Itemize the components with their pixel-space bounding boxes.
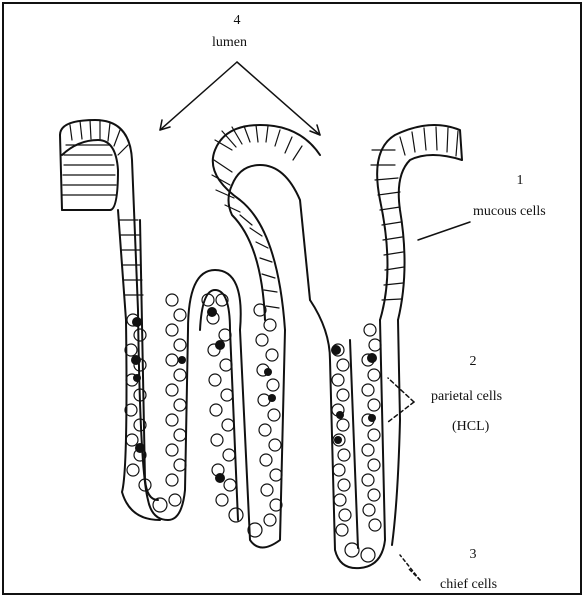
parietal-sublabel: (HCL): [452, 420, 489, 434]
mucous-label: mucous cells: [473, 205, 546, 219]
parietal-number: 2: [463, 355, 483, 369]
lumen-number: 4: [227, 14, 247, 28]
right-fold-lower: [392, 320, 400, 545]
lumen-label: lumen: [212, 36, 247, 50]
mucous-pointer: [418, 222, 470, 240]
chief-number: 3: [463, 548, 483, 562]
parietal-label: parietal cells: [431, 390, 502, 404]
parietal-pointers: [388, 378, 414, 422]
mucous-number: 1: [510, 174, 530, 188]
left-fold-outline: [60, 120, 188, 520]
central-fold-outline: [213, 125, 320, 330]
right-fold-outline: [377, 125, 462, 320]
right-fold-inner: [398, 155, 462, 320]
lumen-pointers: [160, 62, 320, 135]
left-cap: [60, 135, 62, 210]
chief-pointers: [400, 555, 420, 580]
chief-label: chief cells: [440, 578, 497, 592]
gland-cells: [125, 294, 381, 562]
